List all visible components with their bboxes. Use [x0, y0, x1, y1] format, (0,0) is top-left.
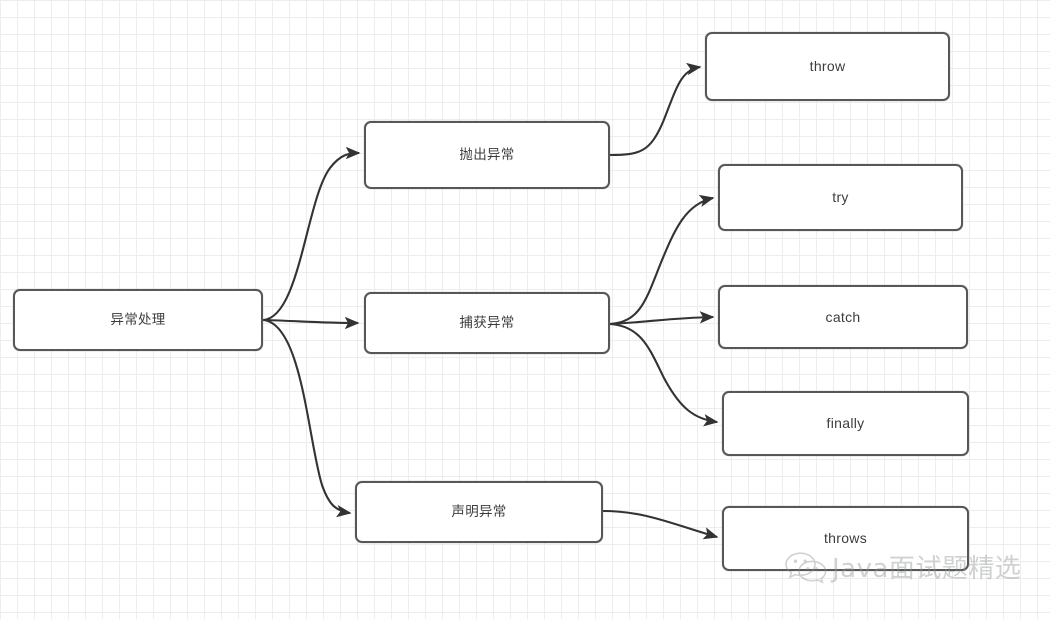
- edge-catch-exception-to-catch: [609, 311, 715, 326]
- edge-catch-exception-to-try: [609, 194, 715, 326]
- node-catch[interactable]: catch: [718, 285, 968, 349]
- node-label: throw: [809, 58, 846, 75]
- node-try[interactable]: try: [718, 164, 963, 231]
- node-label: try: [832, 189, 849, 206]
- node-throws[interactable]: throws: [722, 506, 969, 571]
- node-label: 异常处理: [110, 311, 166, 328]
- edge-root-to-declare-exception: [262, 318, 352, 518]
- edge-catch-exception-to-finally: [609, 322, 719, 427]
- node-finally[interactable]: finally: [722, 391, 969, 456]
- edge-root-to-catch-exception: [262, 316, 360, 330]
- edge-root-to-throw-exception: [262, 146, 361, 322]
- edge-declare-exception-to-throws: [602, 509, 719, 540]
- node-label: throws: [823, 530, 868, 547]
- node-root[interactable]: 异常处理: [13, 289, 263, 351]
- node-label: 捕获异常: [459, 314, 515, 331]
- node-label: finally: [826, 415, 865, 432]
- node-throw-exception[interactable]: 抛出异常: [364, 121, 610, 189]
- node-declare-exception[interactable]: 声明异常: [355, 481, 603, 543]
- node-label: 抛出异常: [459, 146, 515, 163]
- node-label: 声明异常: [451, 503, 507, 520]
- node-label: catch: [825, 308, 861, 325]
- node-throw[interactable]: throw: [705, 32, 950, 101]
- edge-throw-exception-to-throw: [609, 62, 702, 157]
- node-catch-exception[interactable]: 捕获异常: [364, 292, 610, 354]
